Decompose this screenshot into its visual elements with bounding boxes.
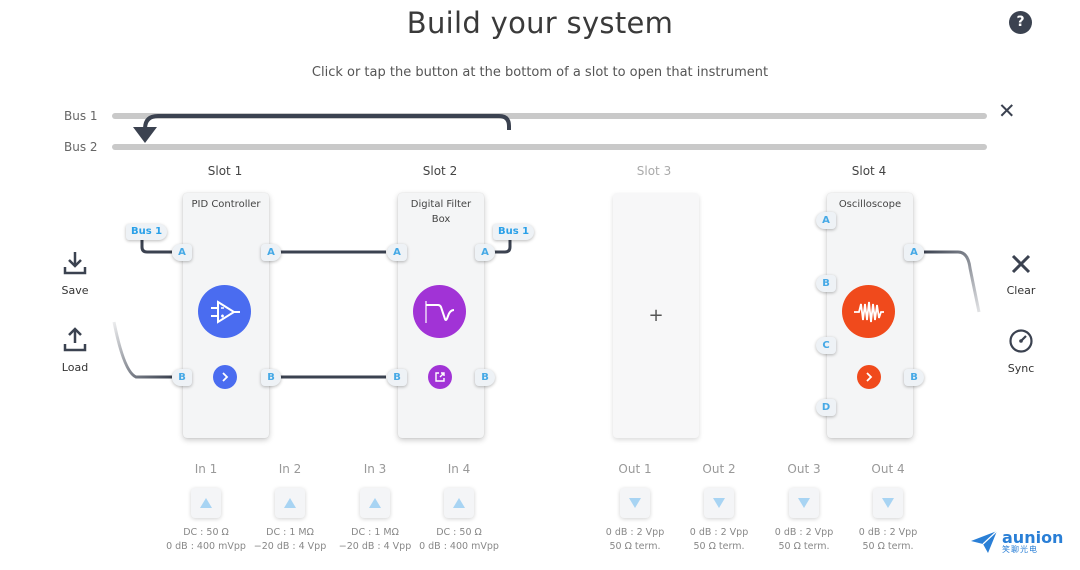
input-2-info: DC : 1 MΩ−20 dB : 4 Vpp — [253, 527, 327, 552]
slot-1-output-a[interactable]: A — [261, 244, 281, 261]
slot-2-bus-tag[interactable]: Bus 1 — [493, 224, 535, 240]
slot-2-instrument-name: Digital Filter Box — [410, 199, 472, 225]
slot-2-output-a[interactable]: A — [475, 244, 495, 261]
bus-2-label: Bus 2 — [64, 140, 98, 154]
output-2-label: Out 2 — [702, 462, 736, 476]
triangle-up-icon — [200, 498, 212, 508]
input-2-button[interactable] — [275, 488, 305, 518]
input-4-label: In 4 — [447, 462, 471, 476]
output-4-label: Out 4 — [871, 462, 905, 476]
slot-3-label: Slot 3 — [636, 164, 672, 178]
slot-4-input-c[interactable]: C — [816, 337, 836, 354]
slot-1-input-a[interactable]: A — [172, 244, 192, 261]
slot-1-bus-tag[interactable]: Bus 1 — [126, 224, 168, 240]
slot-2-output-b[interactable]: B — [475, 369, 495, 386]
oscilloscope-icon[interactable] — [842, 285, 895, 338]
input-3-info: DC : 1 MΩ−20 dB : 4 Vpp — [338, 527, 412, 552]
output-1-button[interactable] — [620, 488, 650, 518]
clear-label: Clear — [1006, 284, 1036, 297]
paper-plane-icon — [971, 530, 998, 553]
page-title: Build your system — [406, 6, 674, 40]
watermark-logo: aunion 笑聊光电 — [970, 530, 1063, 554]
upload-icon — [63, 327, 87, 352]
save-label: Save — [61, 284, 89, 297]
sync-label: Sync — [1007, 362, 1035, 375]
slot-4-input-b[interactable]: B — [816, 275, 836, 292]
slot-4-input-d[interactable]: D — [816, 399, 836, 416]
slot-4-card[interactable]: Oscilloscope — [827, 193, 913, 438]
triangle-down-icon — [798, 498, 810, 508]
output-3-label: Out 3 — [787, 462, 821, 476]
download-icon — [63, 252, 87, 275]
slot-4-instrument-name: Oscilloscope — [838, 199, 902, 210]
triangle-down-icon — [882, 498, 894, 508]
slot-2-card[interactable]: Digital Filter Box — [398, 193, 484, 438]
open-digital-filter-button[interactable] — [428, 365, 452, 389]
load-button[interactable]: Load — [45, 327, 105, 374]
slot-2-input-b[interactable]: B — [387, 369, 407, 386]
open-pid-controller-button[interactable] — [213, 365, 237, 389]
watermark-main-text: aunion — [1002, 528, 1064, 547]
watermark-sub-text: 笑聊光电 — [1002, 545, 1038, 554]
slot-4-output-b[interactable]: B — [904, 369, 924, 386]
help-icon[interactable]: ? — [1009, 11, 1032, 34]
triangle-down-icon — [713, 498, 725, 508]
triangle-down-icon — [629, 498, 641, 508]
open-oscilloscope-button[interactable] — [857, 365, 881, 389]
close-icon[interactable]: ✕ — [998, 99, 1016, 123]
slot-1-input-b[interactable]: B — [172, 369, 192, 386]
gauge-icon — [1009, 329, 1033, 353]
slot-4-output-a[interactable]: A — [904, 244, 924, 261]
bus-1-label: Bus 1 — [64, 109, 98, 123]
output-4-button[interactable] — [873, 488, 903, 518]
save-button[interactable]: Save — [45, 250, 105, 297]
slot-4-input-a[interactable]: A — [816, 212, 836, 229]
slot-1-label: Slot 1 — [207, 164, 243, 178]
output-3-button[interactable] — [789, 488, 819, 518]
slot-1-instrument-name: PID Controller — [191, 199, 261, 210]
input-4-button[interactable] — [444, 488, 474, 518]
input-3-button[interactable] — [360, 488, 390, 518]
slot-4-label: Slot 4 — [851, 164, 887, 178]
input-3-label: In 3 — [363, 462, 387, 476]
triangle-up-icon — [369, 498, 381, 508]
chevron-right-icon — [866, 372, 873, 382]
external-open-icon — [435, 372, 445, 382]
page-subtitle: Click or tap the button at the bottom of… — [311, 65, 769, 80]
pid-controller-icon[interactable] — [198, 285, 251, 338]
slot-2-label: Slot 2 — [422, 164, 458, 178]
chevron-right-icon — [222, 372, 229, 382]
input-2-label: In 2 — [278, 462, 302, 476]
slot-3-add-instrument[interactable]: + — [613, 193, 699, 438]
output-2-button[interactable] — [704, 488, 734, 518]
slot-1-output-b[interactable]: B — [261, 369, 281, 386]
triangle-up-icon — [453, 498, 465, 508]
digital-filter-icon[interactable] — [413, 285, 466, 338]
triangle-up-icon — [284, 498, 296, 508]
slot-2-input-a[interactable]: A — [387, 244, 407, 261]
slot-1-card[interactable]: PID Controller — [183, 193, 269, 438]
output-1-label: Out 1 — [618, 462, 652, 476]
close-icon — [1011, 254, 1031, 274]
clear-button[interactable]: Clear — [991, 252, 1051, 297]
sync-button[interactable]: Sync — [991, 328, 1051, 375]
input-1-button[interactable] — [191, 488, 221, 518]
load-label: Load — [61, 361, 89, 374]
input-1-label: In 1 — [194, 462, 218, 476]
